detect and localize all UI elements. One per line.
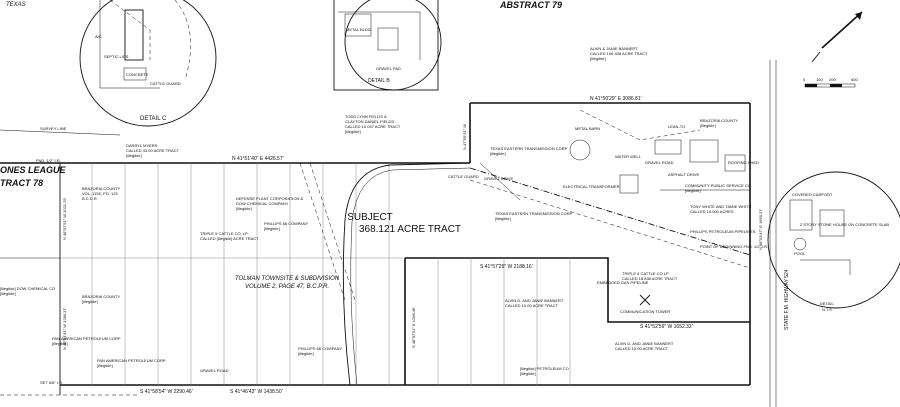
highway-label: STATE F.M. HIGHWAY 524 — [784, 269, 790, 330]
owner-note-pan-american-1: PAN AMERICAN PETROLEUM CORP[illegible] — [52, 336, 121, 346]
svg-text:GRAVEL ROAD: GRAVEL ROAD — [200, 368, 229, 373]
structures-cluster: ROOFING SHED WATER WELL METAL BARN LEAN-… — [569, 109, 759, 194]
mobile-home — [124, 9, 144, 61]
svg-text:100: 100 — [816, 77, 823, 82]
svg-text:SEPTIC LIDS: SEPTIC LIDS — [104, 54, 129, 59]
svg-text:SURVEY LINE: SURVEY LINE — [40, 126, 67, 131]
owner-note-defense-plant: DEFENSE PLANT CORPORATION &DOW CHEMICAL … — [236, 196, 304, 211]
svg-text:ROOFING SHED: ROOFING SHED — [728, 160, 759, 165]
owner-note-texas-eastern-2: TEXAS EASTERN TRANSMISSION CORP[illegibl… — [495, 211, 573, 221]
svg-text:N 48°07'51" W 1021.29': N 48°07'51" W 1021.29' — [62, 197, 67, 240]
svg-text:FND. 1/2" I.R.: FND. 1/2" I.R. — [36, 158, 61, 163]
svg-text:N 48°03'47" E 1660.27': N 48°03'47" E 1660.27' — [758, 209, 763, 250]
svg-text:S 41°58'54" W 2290.46': S 41°58'54" W 2290.46' — [140, 389, 193, 395]
svg-text:0: 0 — [803, 77, 806, 82]
owner-note-brazoria-county-top: BRAZORIA COUNTY[illegible] — [700, 118, 739, 128]
svg-text:GRAVEL PAD: GRAVEL PAD — [376, 66, 401, 71]
gravel-road — [342, 162, 471, 386]
detail-circle-right: COVERED CARPORT POOL DETAIL N.T.S. — [767, 171, 900, 312]
owner-note-dow: [illegible] DOW CHEMICAL CO[illegible] — [0, 286, 55, 296]
tower-icon — [639, 294, 651, 306]
tract-78-label: TRACT 78 — [0, 178, 43, 188]
subject-title: SUBJECT — [347, 212, 393, 223]
svg-text:N 41°51'40" E 4426.57': N 41°51'40" E 4426.57' — [232, 156, 284, 162]
svg-text:S 41°46'43" W 1438.50': S 41°46'43" W 1438.50' — [230, 389, 283, 395]
svg-text:DETAIL: DETAIL — [820, 301, 834, 306]
svg-text:WATER WELL: WATER WELL — [615, 154, 642, 159]
owner-note-phillips-top: PHILLIPS 66 COMPANY[illegible] — [264, 221, 308, 231]
league-label: ONES LEAGUE — [0, 165, 67, 175]
svg-text:METAL BARN: METAL BARN — [575, 126, 600, 131]
svg-text:POINT OF BEGINNING FND. 1/2" I: POINT OF BEGINNING FND. 1/2" I.R. — [700, 244, 768, 249]
svg-text:EMBEDDED GAS PIPELINE: EMBEDDED GAS PIPELINE — [597, 280, 649, 285]
svg-text:N 41°50'29" E 3086.81': N 41°50'29" E 3086.81' — [590, 96, 642, 102]
lot-lines — [60, 163, 571, 385]
texas-label: TEXAS — [6, 2, 26, 8]
svg-text:200: 200 — [829, 77, 836, 82]
svg-text:CATTLE GUARD: CATTLE GUARD — [448, 174, 479, 179]
svg-text:S 41°57'29" W 2188.16': S 41°57'29" W 2188.16' — [480, 264, 533, 270]
svg-text:GRAVEL ROAD: GRAVEL ROAD — [645, 160, 674, 165]
svg-text:COVERED CARPORT: COVERED CARPORT — [792, 192, 833, 197]
svg-text:ASPHALT DRIVE: ASPHALT DRIVE — [668, 172, 700, 177]
pipelines — [299, 162, 751, 301]
svg-text:GRAVEL DRIVE: GRAVEL DRIVE — [484, 176, 513, 181]
subject-boundary — [0, 102, 751, 386]
subject-acreage: 368.121 ACRE TRACT — [359, 224, 461, 235]
svg-text:ELECTRICAL TRANSFORMER: ELECTRICAL TRANSFORMER — [563, 184, 620, 189]
owner-note-community-service: COMMUNITY PUBLIC SERVICE CO.[illegible] — [685, 183, 752, 193]
svg-text:PHILLIPS PETROLEUM PIPELINES: PHILLIPS PETROLEUM PIPELINES — [690, 229, 756, 234]
svg-text:CATTLE GUARD: CATTLE GUARD — [150, 81, 181, 86]
owner-note-phillips-bottom: PHILLIPS 66 COMPANY[illegible] — [298, 346, 342, 356]
svg-text:COMMUNICATION TOWER: COMMUNICATION TOWER — [620, 309, 670, 314]
svg-text:N.T.S.: N.T.S. — [822, 307, 833, 312]
svg-text:CONCRETE: CONCRETE — [126, 72, 149, 77]
owner-note-texas-eastern-1: TEXAS EASTERN TRANSMISSION CORP[illegibl… — [490, 146, 568, 156]
svg-text:N 48°01'41" W 1286.37': N 48°01'41" W 1286.37' — [62, 307, 67, 350]
north-arrow — [811, 11, 863, 63]
detail-c-label: DETAIL C — [140, 116, 167, 122]
svg-text:2 STORY STONE HOUSE ON CONCRET: 2 STORY STONE HOUSE ON CONCRETE SLAB — [800, 222, 889, 227]
detail-b-label: DETAIL B — [368, 78, 390, 84]
svg-text:METAL BLDG: METAL BLDG — [346, 27, 371, 32]
abstract-79-label: ABSTRACT 79 — [499, 0, 562, 10]
scale-bar: 0 100 200 400 — [803, 77, 858, 88]
svg-text:LEAN-TO: LEAN-TO — [668, 124, 685, 129]
svg-text:400: 400 — [851, 77, 858, 82]
detail-circle-left: DETAIL C A/C CONCRETE CATTLE GUARD SEPTI… — [79, 0, 217, 127]
owner-note-pan-american-2: PAN AMERICAN PETROLEUM CORP[illegible] — [97, 358, 166, 368]
owner-note-brazoria-county-left2: BRAZORIA COUNTY[illegible] — [82, 294, 121, 304]
svg-text:SET 5/8" I.R.: SET 5/8" I.R. — [40, 380, 63, 385]
svg-text:S 48°07'51" E 1298.46': S 48°07'51" E 1298.46' — [411, 307, 416, 348]
owner-note-sinnox: [illegible] PETROLEUM CO[illegible] — [520, 366, 569, 376]
svg-text:POOL: POOL — [794, 251, 806, 256]
svg-text:S 41°52'59" W 1652.32': S 41°52'59" W 1652.32' — [640, 324, 693, 330]
svg-text:N 47°59'31" W: N 47°59'31" W — [462, 124, 467, 150]
pool-icon — [793, 237, 807, 251]
survey-line — [0, 129, 121, 136]
subdivision-line2: VOLUME 2, PAGE 47, B.C.P.R. — [245, 284, 329, 290]
svg-text:A/C: A/C — [95, 34, 102, 39]
subdivision-line1: TOLMAN TOWNSITE & SUBDIVISION — [235, 276, 340, 282]
detail-box-center: METAL BLDG GRAVEL PAD DETAIL B — [333, 0, 442, 91]
